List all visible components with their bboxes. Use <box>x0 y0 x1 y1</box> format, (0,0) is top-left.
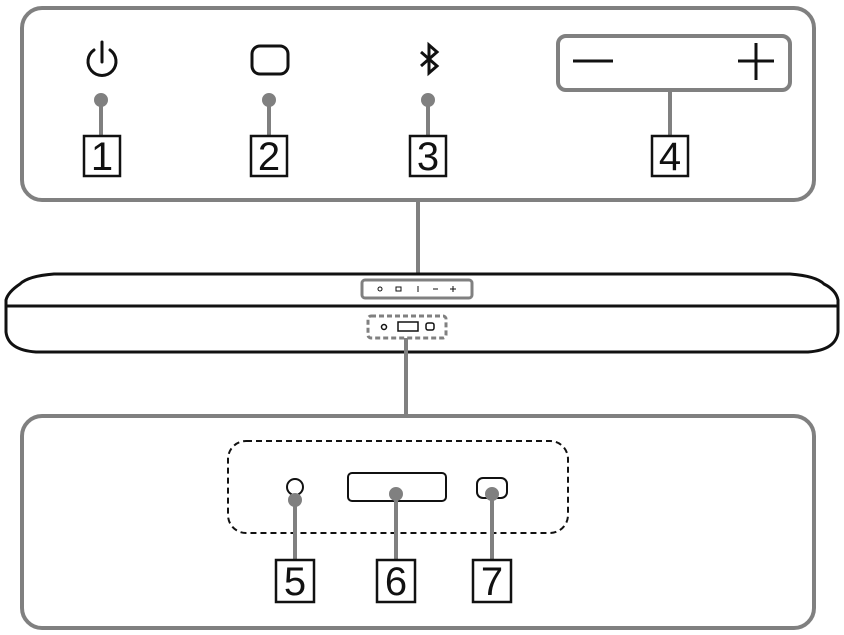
label-5-text: 5 <box>284 560 306 604</box>
label-1-text: 1 <box>91 135 113 179</box>
label-5: 5 <box>276 560 314 604</box>
label-1: 1 <box>84 135 120 179</box>
label-3-text: 3 <box>417 135 439 179</box>
bottom-callout-panel <box>22 416 814 628</box>
label-6: 6 <box>377 560 415 604</box>
soundbar-top-controls <box>362 280 472 298</box>
label-4-text: 4 <box>659 135 681 179</box>
label-6-text: 6 <box>385 560 407 604</box>
top-controls-callout: 1 2 3 4 <box>22 8 814 200</box>
label-4: 4 <box>652 135 688 179</box>
label-7-text: 7 <box>481 560 503 604</box>
label-2-text: 2 <box>258 135 280 179</box>
soundbar-front-panel <box>368 316 446 338</box>
label-2: 2 <box>251 135 287 179</box>
label-7: 7 <box>473 560 511 604</box>
soundbar <box>6 274 838 352</box>
front-panel-callout: 5 6 7 <box>22 416 814 628</box>
label-3: 3 <box>410 135 446 179</box>
